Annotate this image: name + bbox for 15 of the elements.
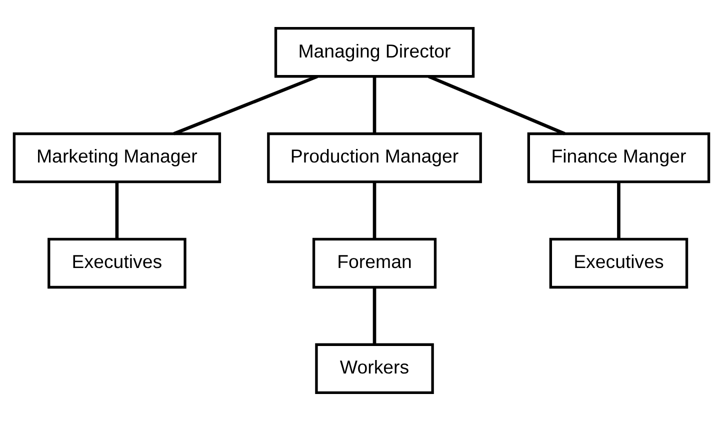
- connector: [173, 74, 318, 136]
- connector: [115, 182, 119, 240]
- node-box: Workers: [315, 343, 434, 394]
- node-box: Executives: [549, 238, 688, 289]
- node-box: Marketing Manager: [12, 132, 222, 184]
- connector: [372, 287, 376, 345]
- connector: [617, 182, 620, 240]
- connector: [372, 182, 376, 240]
- node-box: Managing Director: [274, 27, 475, 78]
- node-box: Executives: [48, 238, 186, 289]
- node-box: Production Manager: [267, 132, 482, 184]
- node-box: Foreman: [312, 238, 437, 289]
- connector: [428, 74, 566, 136]
- node-box: Finance Manger: [527, 132, 710, 184]
- connector: [372, 76, 376, 134]
